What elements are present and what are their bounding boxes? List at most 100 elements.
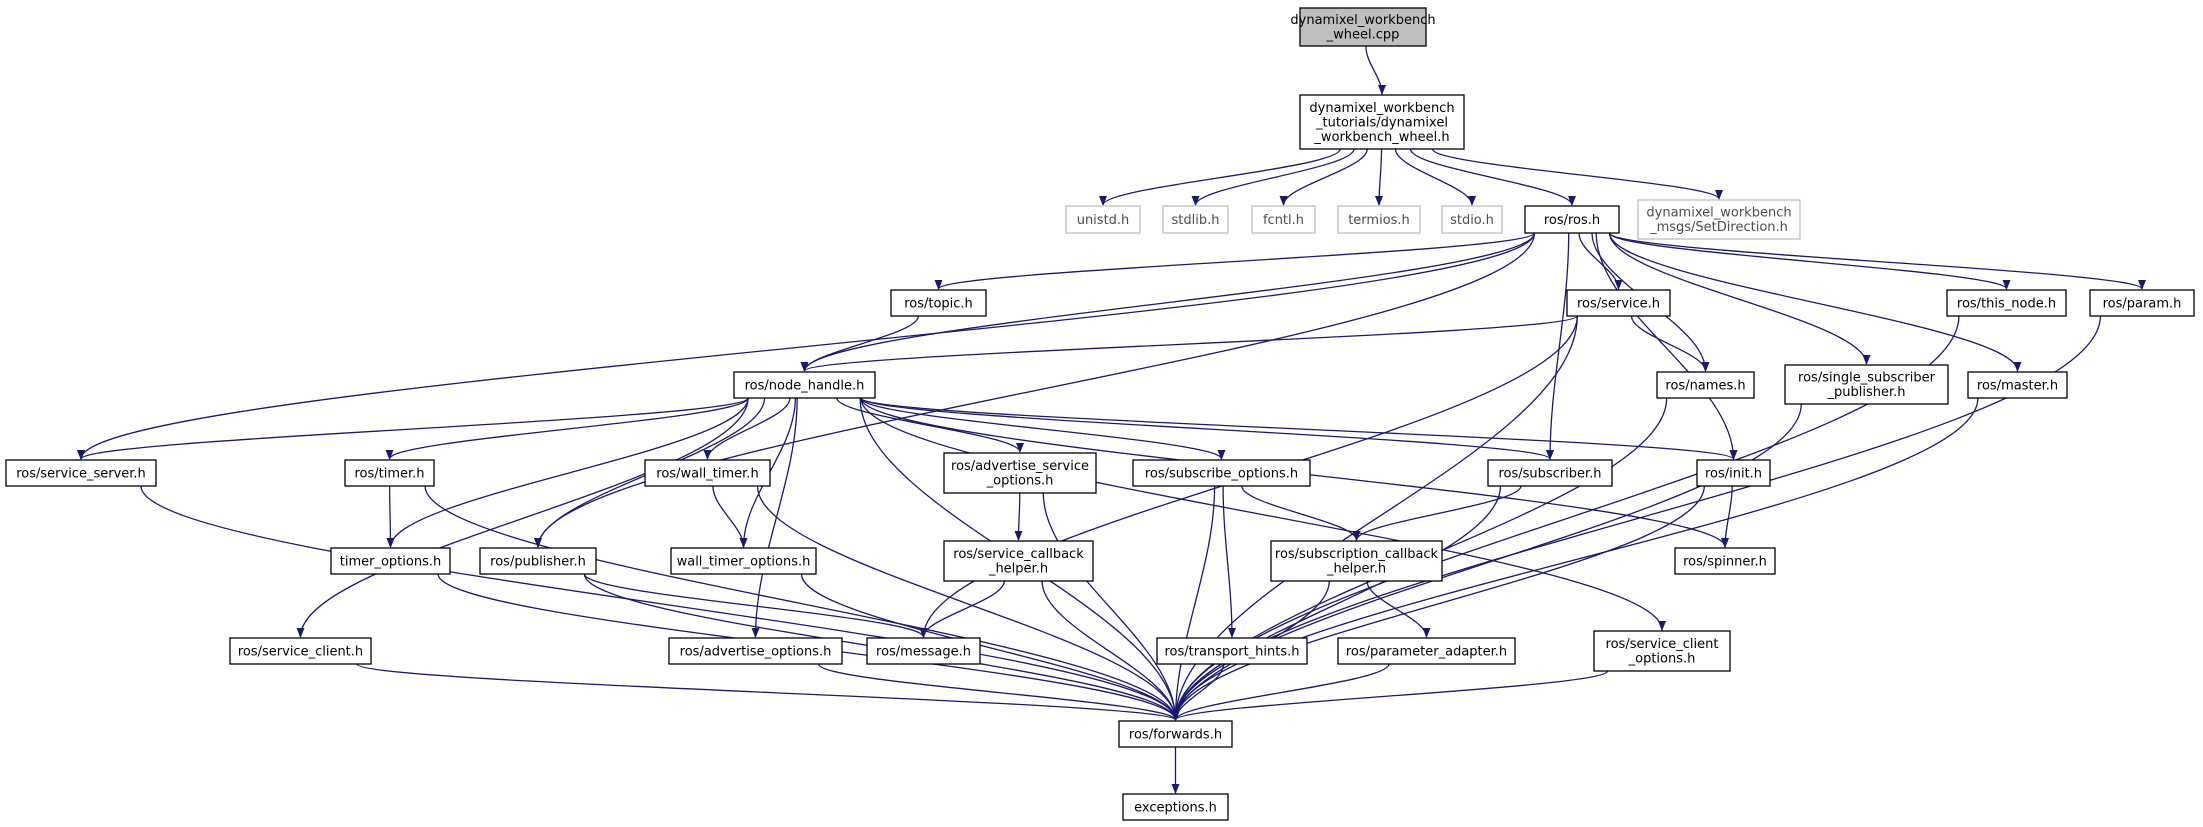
node-label: _msgs/SetDirection.h [1649,220,1788,235]
node-forwards[interactable]: ros/forwards.h [1118,720,1233,748]
node-srv_cb_helper[interactable]: ros/service_callback_helper.h [943,540,1094,582]
edge-master-to-forwards [1171,397,1979,721]
node-label: stdio.h [1450,213,1494,228]
node-box [1299,7,1427,47]
node-label: ros/publisher.h [490,554,586,569]
node-label: ros/parameter_adapter.h [1346,644,1507,659]
edge-wheel_h-to-ros_h [1409,148,1576,206]
node-label: ros/this_node.h [1957,296,2056,311]
node-label: _helper.h [1326,562,1386,577]
node-wall_timer[interactable]: ros/wall_timer.h [644,459,771,487]
node-label: unistd.h [1077,213,1130,228]
node-box [1637,199,1801,240]
edge-wheel_h-to-setdir [1431,148,1723,200]
node-timer_opts[interactable]: timer_options.h [330,547,451,575]
node-stdio[interactable]: stdio.h [1441,205,1503,234]
node-box [1337,205,1421,234]
node-box [1696,459,1771,487]
node-box [229,637,372,665]
edge-wall_timer_opts-to-forwards [800,573,1180,721]
node-sub_opts[interactable]: ros/subscribe_options.h [1132,459,1311,487]
node-init[interactable]: ros/init.h [1696,459,1771,487]
node-wheel_h[interactable]: dynamixel_workbench_tutorials/dynamixel_… [1299,94,1465,150]
edge-sub_opts-to-forwards [1171,485,1216,721]
edge-init-to-spinner [1721,485,1733,548]
edge-param_adapter-to-forwards [1171,663,1390,721]
node-label: ros/advertise_service [951,459,1089,474]
node-label: ros/message.h [876,644,971,659]
node-param_adapter[interactable]: ros/parameter_adapter.h [1337,637,1516,665]
node-label: ros/names.h [1665,378,1745,393]
node-box [733,371,876,399]
node-box [1251,205,1316,234]
node-termios[interactable]: termios.h [1337,205,1421,234]
edge-ros_h-to-this_node [1608,232,2011,290]
edge-init-to-forwards [1171,485,1705,721]
node-label: ros/ros.h [1544,213,1600,228]
node-label: wall_timer_options.h [677,554,811,569]
node-box [1524,205,1620,234]
node-box [330,547,451,575]
edge-topic-to-node_handle [800,315,920,372]
node-timer[interactable]: ros/timer.h [344,459,435,487]
node-label: exceptions.h [1134,800,1217,815]
edge-service-to-names [1630,315,1710,372]
node-message[interactable]: ros/message.h [866,637,981,665]
node-box [1299,94,1465,150]
edge-wheel_h-to-unistd [1099,148,1341,206]
node-label: _wheel.cpp [1326,28,1400,43]
edge-wheel_h-to-stdlib [1191,148,1355,206]
node-this_node[interactable]: ros/this_node.h [1946,289,2067,317]
node-fcntl[interactable]: fcntl.h [1251,205,1316,234]
edge-ros_h-to-publisher [534,232,1536,548]
node-param[interactable]: ros/param.h [2089,289,2195,317]
edge-root-to-wheel_h [1365,45,1386,95]
node-label: _workbench_wheel.h [1313,130,1449,145]
node-label: ros/wall_timer.h [656,466,758,481]
node-names[interactable]: ros/names.h [1656,371,1755,399]
node-subn_cb_helper[interactable]: ros/subscription_callback_helper.h [1270,540,1443,582]
node-subscriber[interactable]: ros/subscriber.h [1487,459,1613,487]
node-setdir[interactable]: dynamixel_workbench_msgs/SetDirection.h [1637,199,1801,240]
node-box [866,637,981,665]
node-label: ros/timer.h [354,466,424,481]
node-service_server[interactable]: ros/service_server.h [5,459,157,487]
node-label: termios.h [1348,213,1410,228]
node-srv_client_opts[interactable]: ros/service_client_options.h [1593,630,1731,672]
node-adv_opts[interactable]: ros/advertise_options.h [668,637,843,665]
node-box [668,637,843,665]
edge-subn_cb_helper-to-param_adapter [1366,580,1431,638]
node-service[interactable]: ros/service.h [1566,289,1671,317]
node-box [1784,364,1949,405]
edge-adv_srv_opts-to-forwards [1042,492,1180,721]
edge-publisher-to-message [583,573,928,638]
node-box [890,289,987,317]
node-publisher[interactable]: ros/publisher.h [479,547,597,575]
edge-srv_client_opts-to-forwards [1171,670,1609,721]
node-label: ros/service.h [1577,296,1660,311]
node-label: timer_options.h [340,554,441,569]
node-service_client[interactable]: ros/service_client.h [229,637,372,665]
node-stdlib[interactable]: stdlib.h [1162,205,1229,234]
node-root[interactable]: dynamixel_workbench_wheel.cpp [1290,7,1436,47]
edge-sub_opts-to-subn_cb_helper [1241,485,1361,541]
node-wall_timer_opts[interactable]: wall_timer_options.h [670,547,817,575]
node-master[interactable]: ros/master.h [1967,371,2068,399]
node-box [1487,459,1613,487]
node-label: _helper.h [988,562,1048,577]
node-label: ros/topic.h [904,296,973,311]
edge-node_handle-to-sub_opts [860,397,1226,460]
node-node_handle[interactable]: ros/node_handle.h [733,371,876,399]
node-box [1122,793,1229,821]
node-unistd[interactable]: unistd.h [1065,205,1141,234]
node-topic[interactable]: ros/topic.h [890,289,987,317]
edges-layer [77,45,2146,794]
node-spinner[interactable]: ros/spinner.h [1674,547,1776,575]
node-single_sub[interactable]: ros/single_subscriber_publisher.h [1784,364,1949,405]
node-adv_srv_opts[interactable]: ros/advertise_service_options.h [943,452,1097,494]
edge-wheel_h-to-termios [1375,148,1384,206]
node-exceptions[interactable]: exceptions.h [1122,793,1229,821]
node-transport_hints[interactable]: ros/transport_hints.h [1156,637,1308,665]
node-ros_h[interactable]: ros/ros.h [1524,205,1620,234]
